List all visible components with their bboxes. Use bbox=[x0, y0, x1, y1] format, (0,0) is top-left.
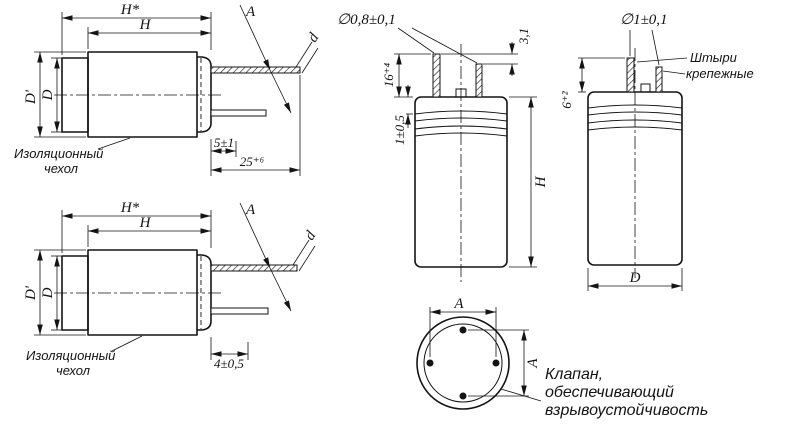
callout-insulating-sleeve: Изоляционный чехол bbox=[14, 137, 131, 176]
dim-pin-offset bbox=[441, 42, 518, 76]
dim-label-h: H bbox=[139, 215, 152, 231]
callout-text-line1: Изоляционный bbox=[26, 348, 115, 363]
callout-text-line3: взрывоустойчивость bbox=[545, 402, 708, 419]
callout-text-line2: чехол bbox=[44, 161, 79, 176]
can-outline-circle bbox=[416, 316, 510, 410]
dim-label-d: D bbox=[40, 89, 56, 101]
dim-pin-span-vertical bbox=[468, 329, 529, 397]
dim-diameter bbox=[587, 268, 683, 291]
mounting-pin-left bbox=[626, 57, 635, 93]
dim-lead-length bbox=[211, 75, 301, 176]
body-seal-end bbox=[197, 56, 212, 133]
capacitor-body bbox=[54, 51, 222, 138]
pin-right bbox=[492, 359, 500, 367]
dim-pin-span-horizontal bbox=[429, 307, 497, 357]
dim-label-diameter: D bbox=[629, 270, 641, 286]
seal-circle bbox=[423, 323, 503, 403]
dim-lead-diameter bbox=[295, 41, 319, 74]
dim-body-diameter bbox=[51, 57, 62, 133]
view-snap-in-side: ∅1±0,1 Штыри крепежные 6⁺² D bbox=[559, 12, 754, 291]
pin-left bbox=[426, 359, 434, 367]
lead-top bbox=[210, 66, 301, 74]
terminal-pin-right bbox=[475, 63, 483, 98]
callout-leader-1 bbox=[636, 57, 688, 63]
crimp-rings bbox=[414, 110, 508, 137]
dim-label-lead-d: d bbox=[305, 30, 323, 45]
dim-label-h: H bbox=[139, 17, 152, 33]
callout-text-line2: обеспечивающий bbox=[545, 384, 674, 401]
dim-height bbox=[509, 96, 537, 268]
mounting-pin-right bbox=[655, 66, 663, 93]
dim-label-height: H bbox=[533, 175, 549, 188]
callout-leader bbox=[111, 335, 143, 352]
dim-label-pin-diameter: ∅0,8±0,1 bbox=[337, 12, 396, 28]
lead-bottom bbox=[210, 109, 267, 117]
dim-label-pin-diameter: ∅1±0,1 bbox=[620, 12, 668, 28]
view-snap-in-front: ∅0,8±0,1 3,1 16⁺⁴ 1±0,5 H bbox=[337, 12, 549, 282]
dim-label-pin-offset: 3,1 bbox=[516, 28, 531, 45]
dim-lead-spacing bbox=[239, 202, 292, 312]
body-seal-end bbox=[197, 254, 212, 331]
dim-label-d-prime: D' bbox=[23, 89, 39, 105]
dim-label-a: A bbox=[245, 4, 256, 20]
dim-body-length bbox=[87, 27, 211, 49]
dim-label-d: D bbox=[40, 287, 56, 299]
view-bottom-pins: A A Клапан, обеспечивающий взрывоустойчи… bbox=[416, 296, 708, 419]
pin-top bbox=[459, 326, 467, 334]
callout-text-line1: Клапан, bbox=[545, 366, 603, 383]
callout-text-line1: Изоляционный bbox=[14, 146, 103, 161]
crimp-rings bbox=[587, 104, 683, 131]
top-boss bbox=[455, 88, 467, 98]
callout-leader-2 bbox=[662, 70, 686, 75]
dim-lead-diameter bbox=[292, 239, 316, 272]
dim-label-a-horizontal: A bbox=[453, 296, 464, 312]
dim-outer-diameter bbox=[34, 249, 86, 336]
dim-pin-length bbox=[578, 57, 625, 93]
callout-leader bbox=[97, 137, 131, 150]
dim-outer-diameter bbox=[34, 51, 86, 138]
dim-label-lead-len: 25⁺⁶ bbox=[240, 154, 265, 169]
dim-body-diameter bbox=[51, 255, 62, 331]
callout-leader bbox=[500, 388, 542, 402]
dim-label-pin-length: 6⁺² bbox=[559, 90, 574, 108]
dim-crimp bbox=[405, 85, 413, 128]
dim-lead-spacing bbox=[239, 4, 292, 114]
view-axial-capacitor-top: H* H D' D A d bbox=[14, 2, 323, 176]
top-boss bbox=[640, 83, 651, 93]
lead-bottom bbox=[210, 307, 269, 315]
body-sleeve bbox=[87, 51, 198, 138]
callout-mounting-pins: Штыри крепежные bbox=[636, 50, 754, 81]
lead-top bbox=[210, 264, 298, 272]
callout-text-line2: чехол bbox=[56, 363, 91, 378]
dim-label-a: A bbox=[245, 202, 256, 218]
pin-bottom bbox=[459, 392, 467, 400]
capacitor-can bbox=[587, 91, 683, 266]
capacitor-body bbox=[54, 249, 222, 336]
dim-body-length bbox=[87, 225, 211, 247]
dim-label-crimp: 1±0,5 bbox=[392, 115, 407, 145]
body-sleeve bbox=[87, 249, 198, 336]
pin-diameter-leaders bbox=[397, 27, 478, 64]
dim-label-seal: 5±1 bbox=[214, 135, 234, 150]
dim-label-seal: 4±0,5 bbox=[214, 356, 244, 371]
dim-label-pin-length: 16⁺⁴ bbox=[381, 62, 396, 87]
dim-pin-length bbox=[394, 53, 431, 98]
pin-diameter-leaders bbox=[629, 29, 660, 66]
callout-safety-valve: Клапан, обеспечивающий взрывоустойчивост… bbox=[500, 366, 708, 419]
dim-label-h-star: H* bbox=[120, 200, 140, 216]
dim-overall-length bbox=[61, 12, 212, 55]
callout-insulating-sleeve: Изоляционный чехол bbox=[26, 335, 143, 378]
view-axial-capacitor-bottom: H* H D' D A d bbox=[23, 200, 320, 378]
dim-label-h-star: H* bbox=[120, 2, 140, 18]
callout-text-line1: Штыри bbox=[690, 50, 737, 65]
dim-label-d-prime: D' bbox=[23, 285, 39, 301]
dim-label-lead-d: d bbox=[302, 228, 320, 243]
callout-text-line2: крепежные bbox=[686, 66, 754, 81]
dim-label-a-vertical: A bbox=[525, 358, 541, 369]
dim-seal-length bbox=[210, 337, 249, 360]
terminal-pin-left bbox=[432, 53, 441, 98]
dim-overall-length bbox=[61, 210, 212, 253]
